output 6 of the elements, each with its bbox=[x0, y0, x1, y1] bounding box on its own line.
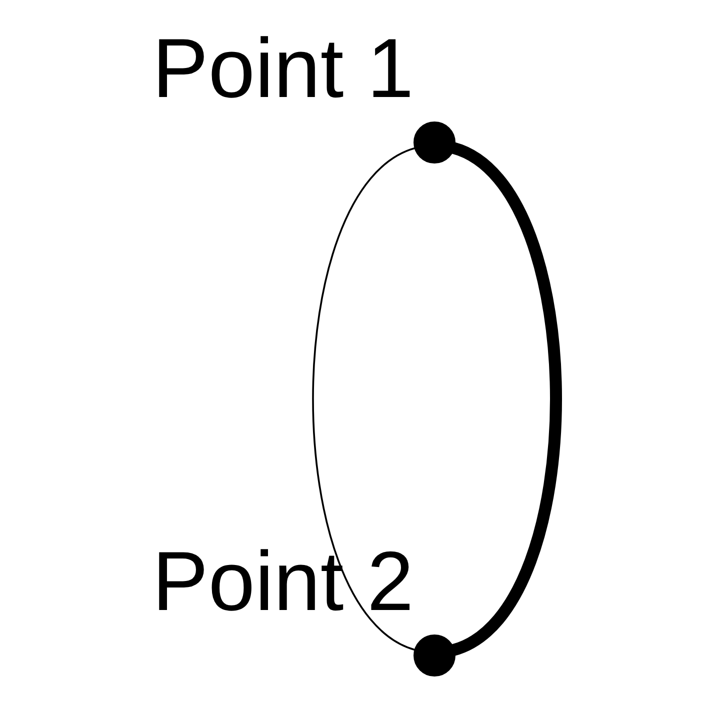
node-label: Point 2 bbox=[152, 534, 414, 628]
connector bbox=[312, 147, 416, 651]
node-circle bbox=[414, 122, 456, 164]
node-circle bbox=[414, 634, 456, 676]
connector bbox=[450, 142, 562, 656]
node-label: Point 1 bbox=[152, 21, 414, 116]
